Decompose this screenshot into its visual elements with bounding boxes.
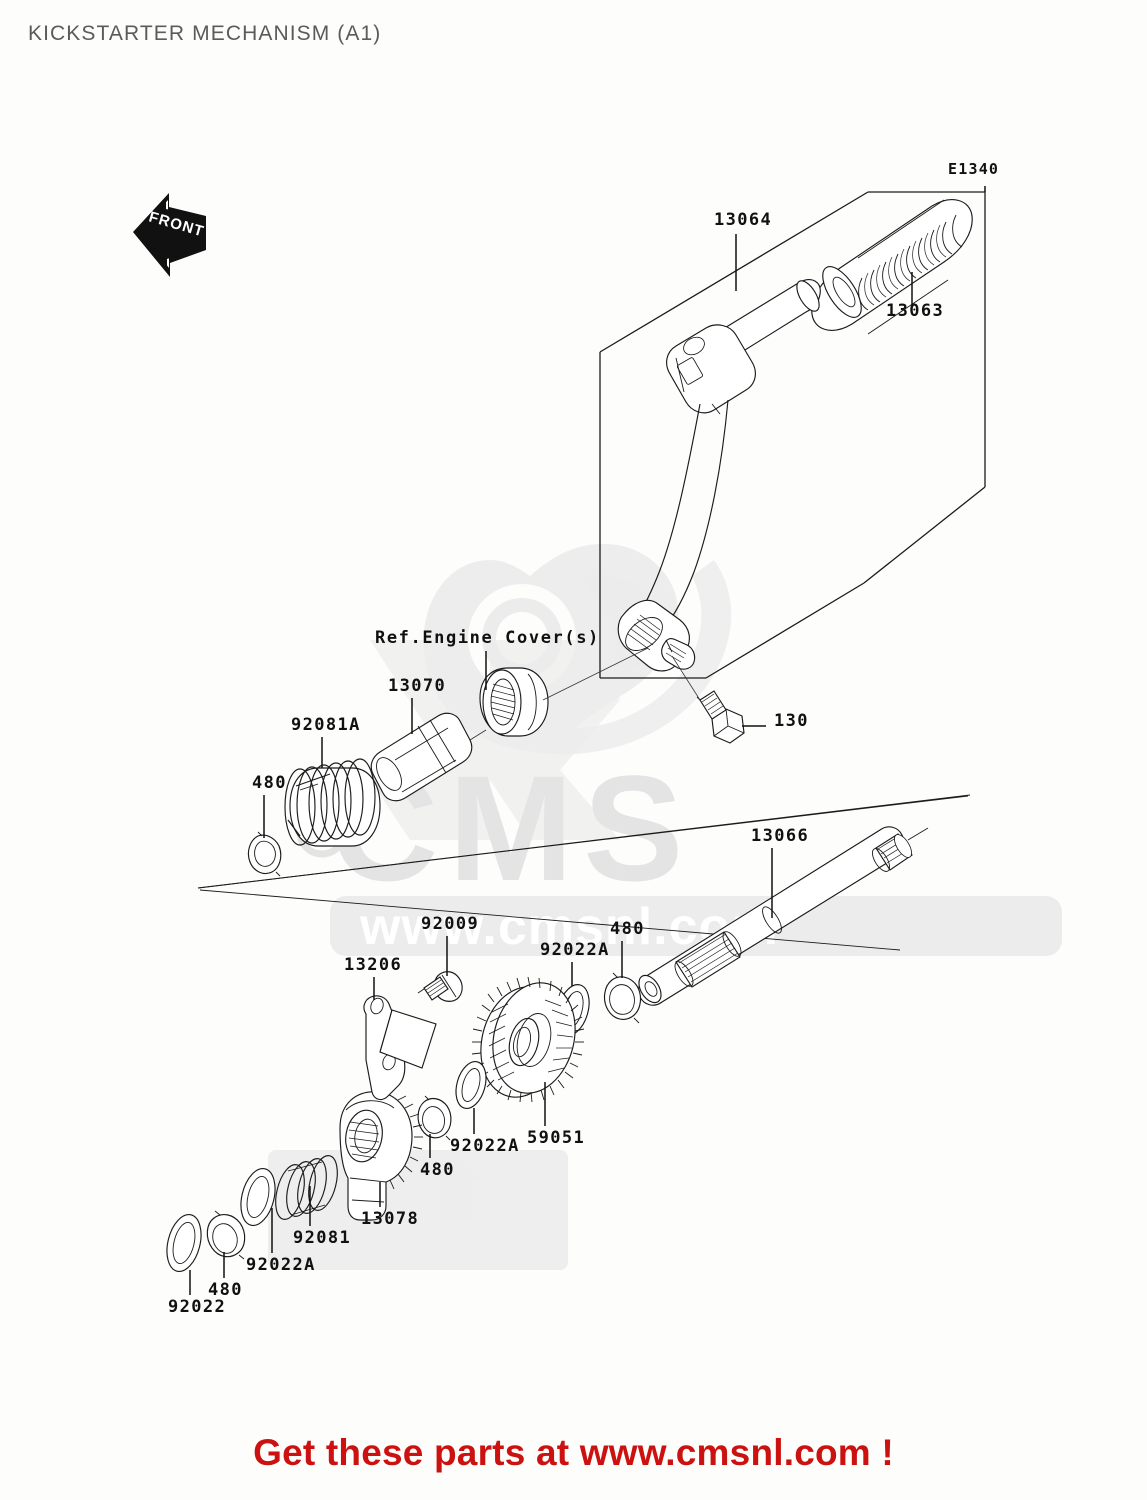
circlip-mid-part bbox=[417, 1095, 452, 1141]
callout-13070: 13070 bbox=[388, 676, 447, 696]
screw-part bbox=[417, 971, 463, 1002]
kick-shaft-guide-part bbox=[370, 712, 473, 802]
callout-92081a: 92081A bbox=[291, 715, 361, 735]
group-box-e1340 bbox=[599, 191, 986, 679]
kick-pedal-lever-part bbox=[617, 279, 821, 672]
washer-mid-part bbox=[455, 1061, 487, 1109]
callout-130: 130 bbox=[774, 711, 809, 731]
callout-480-mid: 480 bbox=[420, 1160, 455, 1180]
callout-13066: 13066 bbox=[751, 826, 810, 846]
leader-lines bbox=[189, 186, 986, 1295]
front-direction-arrow: FRONT bbox=[133, 193, 206, 277]
kick-pedal-rubber-part bbox=[811, 199, 973, 335]
footer-promo-text: Get these parts at www.cmsnl.com ! bbox=[253, 1432, 894, 1473]
circlip-upper-part bbox=[247, 831, 282, 877]
callout-92081: 92081 bbox=[293, 1228, 352, 1248]
assembly-axis-line-2 bbox=[197, 795, 969, 889]
callout-13206: 13206 bbox=[344, 955, 403, 975]
callout-92022a-right: 92022A bbox=[540, 940, 610, 960]
page-title: KICKSTARTER MECHANISM (A1) bbox=[28, 22, 382, 45]
callout-92009: 92009 bbox=[421, 914, 480, 934]
callout-92022: 92022 bbox=[168, 1297, 227, 1317]
washer-end-part bbox=[166, 1214, 202, 1272]
circlip-left-part bbox=[206, 1210, 246, 1260]
callout-480-left: 480 bbox=[208, 1280, 243, 1300]
callout-e1340: E1340 bbox=[948, 160, 1000, 178]
pinch-bolt-part bbox=[696, 690, 745, 744]
kick-shaft-part bbox=[637, 826, 929, 1006]
callout-92022a-left: 92022A bbox=[246, 1255, 316, 1275]
callout-59051: 59051 bbox=[527, 1128, 586, 1148]
cms-watermark: CMS R www.cmsnl.com bbox=[268, 543, 1062, 1270]
callout-480-shaft: 480 bbox=[610, 919, 645, 939]
callout-92022a-mid: 92022A bbox=[450, 1136, 520, 1156]
kick-ratchet-gear-part bbox=[339, 1091, 423, 1221]
ratchet-guide-plate-part bbox=[363, 995, 437, 1101]
return-spring-part bbox=[284, 758, 381, 847]
engine-cover-bushing bbox=[479, 667, 549, 737]
callout-13078: 13078 bbox=[361, 1209, 420, 1229]
circlip-shaft-part bbox=[603, 972, 642, 1024]
callout-480-upper: 480 bbox=[252, 773, 287, 793]
washer-left-part bbox=[240, 1168, 276, 1226]
callout-13064: 13064 bbox=[714, 210, 773, 230]
callout-ref-engine-cover: Ref.Engine Cover(s) bbox=[375, 628, 600, 648]
callout-13063: 13063 bbox=[886, 301, 945, 321]
ratchet-spring-part bbox=[275, 1155, 338, 1220]
